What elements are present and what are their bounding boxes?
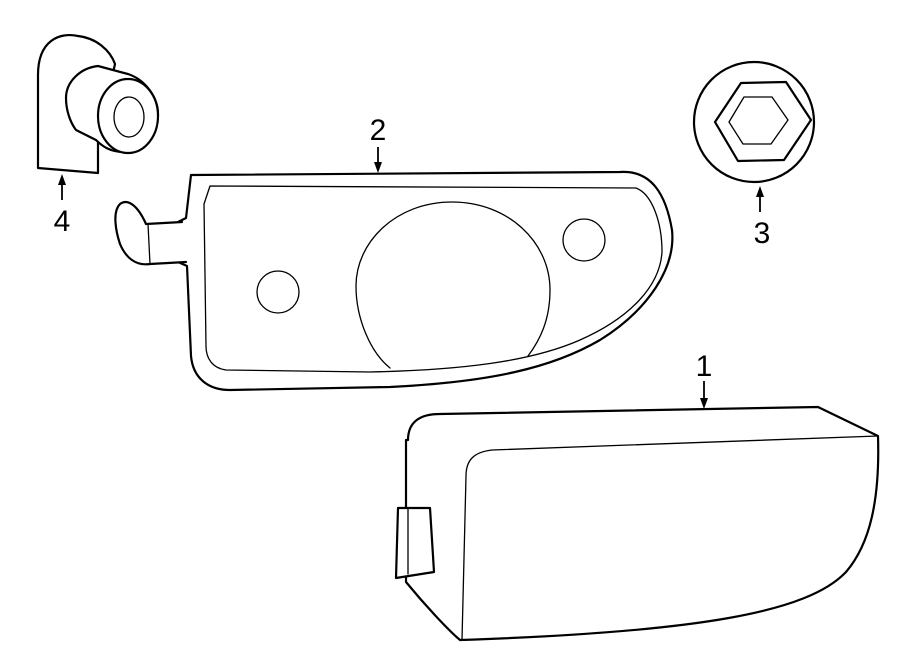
leader-1 (700, 381, 708, 409)
callout-1: 1 (696, 350, 713, 383)
callout-4: 4 (54, 205, 71, 238)
leader-2 (374, 147, 382, 173)
leader-3 (756, 186, 764, 212)
leader-4 (58, 174, 66, 200)
callout-3: 3 (754, 217, 771, 250)
part-4-bulb-socket (36, 34, 160, 175)
part-2-lamp-housing (114, 170, 674, 392)
part-3-hex-bolt (692, 60, 816, 184)
callout-2: 2 (370, 114, 387, 147)
part-1-lens-cover (394, 405, 880, 642)
